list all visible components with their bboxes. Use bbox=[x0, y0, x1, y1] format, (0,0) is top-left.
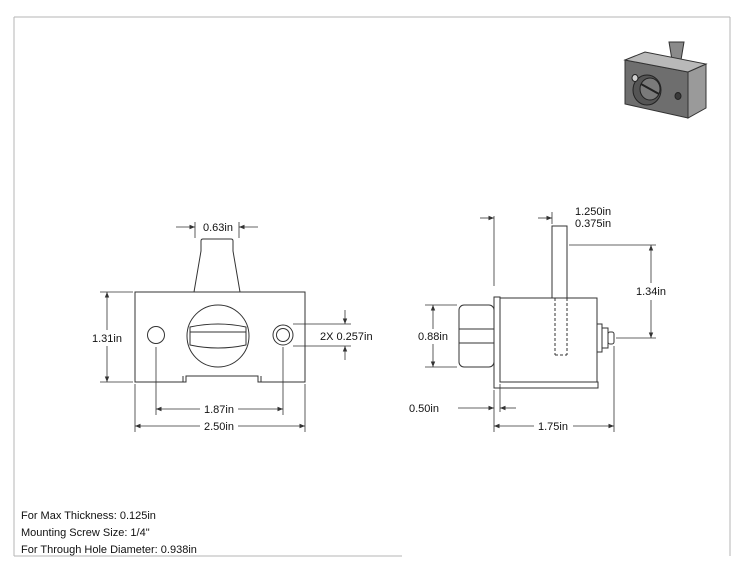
note-max-thickness: For Max Thickness: 0.125in bbox=[21, 510, 156, 522]
side-plate bbox=[493, 296, 599, 389]
dim-overall-width: 2.50in bbox=[204, 421, 234, 433]
dim-depth: 1.75in bbox=[538, 421, 568, 433]
front-view bbox=[134, 238, 306, 383]
side-dimension-labels: 1.250in 0.375in 1.34in 0.88in 0.50in 1.7… bbox=[409, 206, 666, 433]
dim-tab-offset: 1.250in bbox=[575, 206, 611, 218]
side-screw-tip bbox=[607, 331, 615, 345]
dim-tab-height: 1.34in bbox=[636, 286, 666, 298]
note-hole-diameter: For Through Hole Diameter: 0.938in bbox=[21, 544, 197, 556]
front-dimensions bbox=[100, 222, 351, 432]
front-tab bbox=[193, 238, 241, 293]
screw-slot bbox=[189, 323, 247, 349]
right-hole-inner bbox=[276, 328, 290, 342]
dim-tab-thickness: 0.375in bbox=[575, 218, 611, 230]
sheet-border bbox=[13, 16, 731, 557]
dim-bottom: 0.50in bbox=[409, 403, 439, 415]
dim-hole-diameter: 2X 0.257in bbox=[320, 331, 373, 343]
side-dimensions bbox=[425, 212, 656, 432]
isometric-view bbox=[623, 41, 708, 119]
left-hole bbox=[147, 326, 165, 344]
side-tab bbox=[551, 225, 568, 299]
dim-height: 1.31in bbox=[92, 333, 122, 345]
notes-block: For Max Thickness: 0.125in Mounting Scre… bbox=[21, 508, 197, 559]
dim-screw-height: 0.88in bbox=[418, 331, 448, 343]
front-dimension-labels: 0.63in 1.31in 2X 0.257in 1.87in 2.50in bbox=[92, 222, 373, 433]
note-screw-size: Mounting Screw Size: 1/4" bbox=[21, 527, 150, 539]
side-body bbox=[499, 297, 598, 383]
side-view bbox=[458, 225, 615, 389]
dim-hole-spacing: 1.87in bbox=[204, 404, 234, 416]
dim-tab-width: 0.63in bbox=[203, 222, 233, 234]
side-screw-knob bbox=[458, 304, 495, 368]
